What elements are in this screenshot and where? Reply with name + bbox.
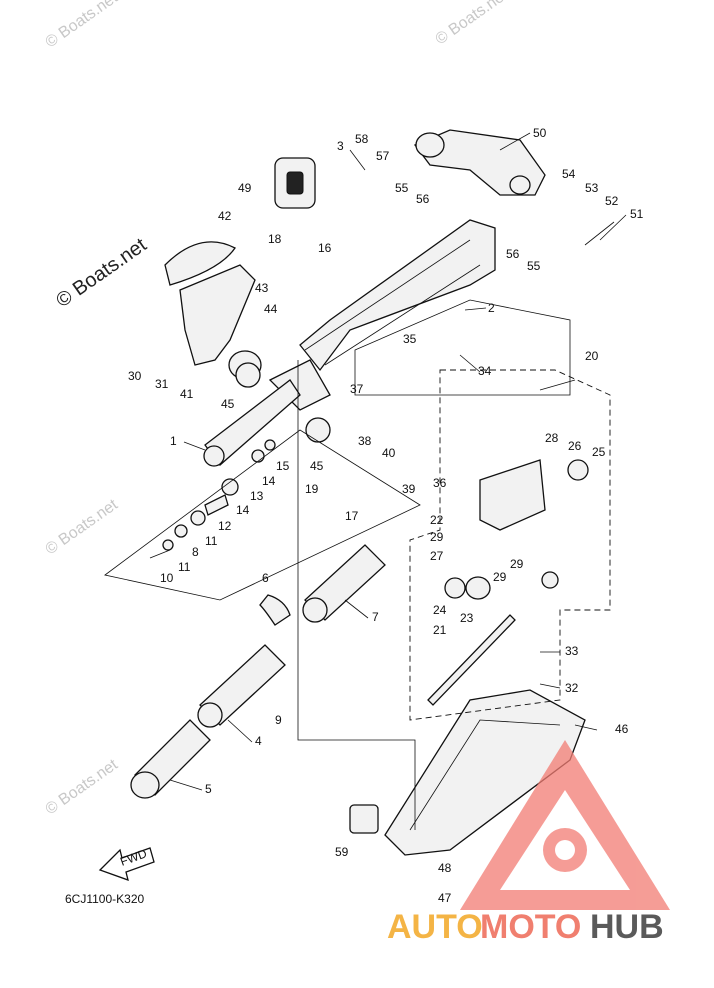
callout-14b: 14 xyxy=(262,474,276,488)
callout-10: 10 xyxy=(160,571,174,585)
callout-24: 24 xyxy=(433,603,447,617)
callout-43: 43 xyxy=(255,281,269,295)
callout-22: 22 xyxy=(430,513,444,527)
grip-sleeves xyxy=(130,544,386,799)
bottom-cover-46 xyxy=(349,689,586,856)
callout-13: 13 xyxy=(250,489,264,503)
callout-46: 46 xyxy=(615,722,629,736)
fwd-arrow-icon: FWD xyxy=(98,846,155,882)
callout-31: 31 xyxy=(155,377,169,391)
callout-7: 7 xyxy=(372,610,379,624)
watermark: © Boats.net xyxy=(43,496,122,558)
callout-16: 16 xyxy=(318,241,332,255)
callout-23: 23 xyxy=(460,611,474,625)
callout-54: 54 xyxy=(562,167,576,181)
callout-58: 58 xyxy=(355,132,369,146)
callout-56b: 56 xyxy=(506,247,520,261)
callout-17: 17 xyxy=(345,509,359,523)
callout-5: 5 xyxy=(205,782,212,796)
callout-55a: 55 xyxy=(395,181,409,195)
callout-21: 21 xyxy=(433,623,447,637)
brand-auto: AUTO xyxy=(387,908,483,946)
watermark-large: © Boats.net xyxy=(52,234,151,312)
automotohub-logo-mark xyxy=(460,740,670,910)
callout-42: 42 xyxy=(218,209,232,223)
assembly-outline-20 xyxy=(409,369,611,721)
callout-15: 15 xyxy=(276,459,290,473)
callout-29a: 29 xyxy=(430,530,444,544)
callout-9: 9 xyxy=(275,713,282,727)
callout-6: 6 xyxy=(262,571,269,585)
callout-56a: 56 xyxy=(416,192,430,206)
callout-38: 38 xyxy=(358,434,372,448)
callout-33: 33 xyxy=(565,644,579,658)
shift-assembly xyxy=(427,379,589,706)
callout-25: 25 xyxy=(592,445,606,459)
callout-34: 34 xyxy=(478,364,492,378)
assembly-outline-lower xyxy=(104,429,421,601)
damper-49 xyxy=(274,157,316,209)
callout-8: 8 xyxy=(192,545,199,559)
callout-3: 3 xyxy=(337,139,344,153)
callout-40: 40 xyxy=(382,446,396,460)
callout-12: 12 xyxy=(218,519,232,533)
callout-labels: 1 2 3 4 5 6 7 8 9 10 11 11 12 13 14 14 1… xyxy=(128,126,644,905)
callout-49: 49 xyxy=(238,181,252,195)
callout-30: 30 xyxy=(128,369,142,383)
callout-51: 51 xyxy=(630,207,644,221)
callout-52: 52 xyxy=(605,194,619,208)
small-parts xyxy=(149,439,276,559)
callout-19: 19 xyxy=(305,482,319,496)
callout-32: 32 xyxy=(565,681,579,695)
callout-1: 1 xyxy=(170,434,177,448)
callout-37: 37 xyxy=(350,382,364,396)
callout-11a: 11 xyxy=(178,560,191,574)
callout-53: 53 xyxy=(585,181,599,195)
callout-59: 59 xyxy=(335,845,349,859)
brand-moto: MOTO xyxy=(480,908,581,946)
callout-55b: 55 xyxy=(527,259,541,273)
assembly-outline-upper xyxy=(354,299,571,396)
callout-27: 27 xyxy=(430,549,444,563)
callout-28: 28 xyxy=(545,431,559,445)
tiller-arm xyxy=(268,219,496,411)
leader-lines xyxy=(169,132,627,830)
callout-20: 20 xyxy=(585,349,599,363)
watermark: © Boats.net xyxy=(433,0,512,48)
bracket-50 xyxy=(413,129,546,196)
watermark: © Boats.net xyxy=(43,0,122,51)
callout-48: 48 xyxy=(438,861,452,875)
callout-47: 47 xyxy=(438,891,452,905)
callout-45b: 45 xyxy=(310,459,324,473)
shaft-assembly xyxy=(203,362,331,467)
brand-hub: HUB xyxy=(590,908,664,946)
callout-44: 44 xyxy=(264,302,278,316)
callout-11b: 11 xyxy=(205,534,218,548)
callout-18: 18 xyxy=(268,232,282,246)
callout-45a: 45 xyxy=(221,397,235,411)
callout-2: 2 xyxy=(488,301,495,315)
callout-35: 35 xyxy=(403,332,417,346)
callout-50: 50 xyxy=(533,126,547,140)
callout-29b: 29 xyxy=(493,570,507,584)
callout-14a: 14 xyxy=(236,503,250,517)
callout-41: 41 xyxy=(180,387,194,401)
callout-29c: 29 xyxy=(510,557,524,571)
watermark: © Boats.net xyxy=(43,756,122,818)
callout-39: 39 xyxy=(402,482,416,496)
diagram-code: 6CJ1100-K320 xyxy=(65,892,144,906)
callout-36: 36 xyxy=(433,476,447,490)
callout-4: 4 xyxy=(255,734,262,748)
grip-handle xyxy=(164,241,262,380)
callout-57: 57 xyxy=(376,149,390,163)
callout-26: 26 xyxy=(568,439,582,453)
